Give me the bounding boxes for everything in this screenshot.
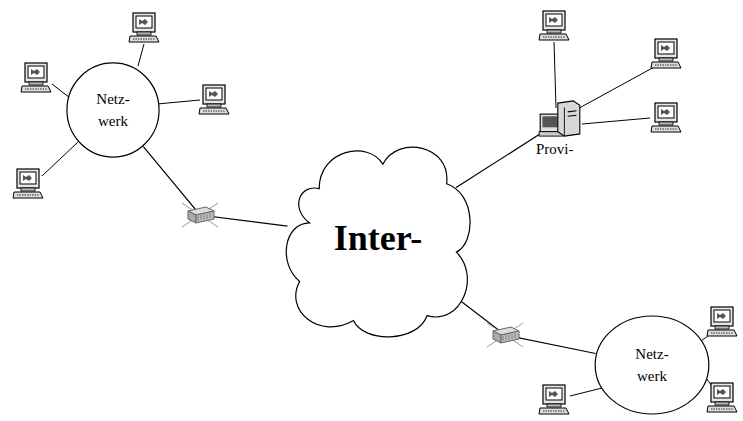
ellipse-outline [66, 62, 160, 158]
internet-cloud: Inter- [280, 130, 476, 345]
network-label: Netz- werk [621, 343, 683, 388]
computer-icons [13, 11, 737, 414]
ellipse-outline [594, 315, 710, 415]
network-circle: Netz- werk [66, 62, 160, 158]
network-link [456, 129, 548, 188]
cloud-label: Inter- [293, 211, 463, 265]
network-circle: Netz- werk [594, 315, 710, 415]
network-link [143, 147, 287, 226]
provider-server: Provi- [534, 98, 596, 161]
network-link [452, 294, 596, 353]
network-label: Netz- werk [82, 88, 144, 133]
server-label: Provi- [536, 138, 598, 161]
